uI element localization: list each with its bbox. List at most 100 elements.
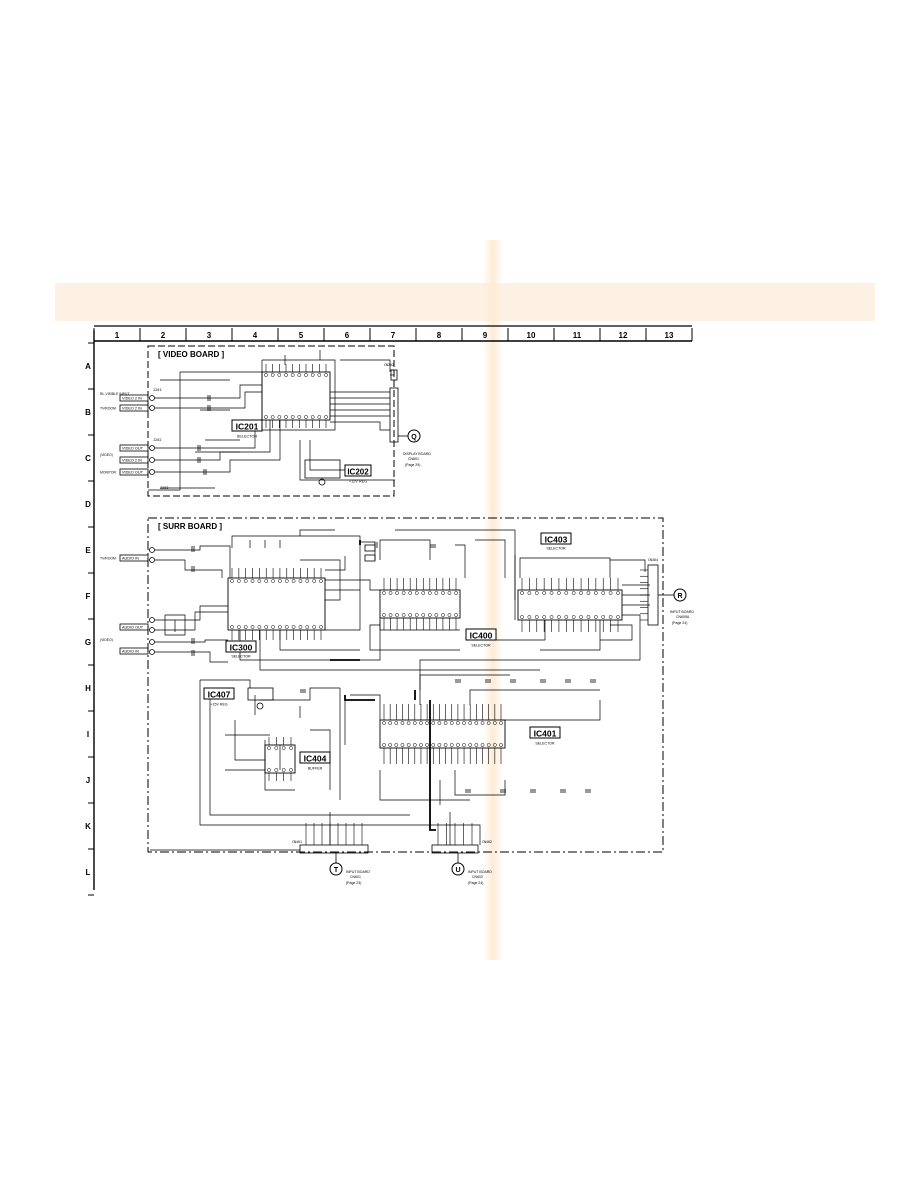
ic-pin-pad (298, 625, 303, 629)
ic-pin-pad (601, 591, 606, 595)
ic-pin-pad (257, 579, 262, 583)
jack-ref: J202 (153, 438, 161, 442)
column-label: 10 (527, 331, 536, 340)
ic-pin-pad (527, 591, 532, 595)
ic-pin-pad (421, 613, 426, 617)
ic-pin-pad (586, 615, 591, 619)
cn402-ref: CN402 (482, 840, 492, 844)
row-label: C (85, 454, 91, 463)
ic-pin-pad (297, 373, 302, 377)
column-label: 1 (115, 331, 120, 340)
ic-pin-pad (601, 615, 606, 619)
cn202-connector (389, 369, 399, 443)
column-label: 8 (437, 331, 442, 340)
ic-pin-pad (434, 613, 439, 617)
grid-frame (93, 325, 692, 890)
ic-pin-pad (557, 591, 561, 595)
ic-pin-pad (616, 615, 620, 619)
ic-pin-pad (388, 613, 393, 617)
row-label: K (85, 822, 91, 831)
row-label: J (86, 776, 90, 785)
ic-pin-pad (317, 415, 322, 419)
ic202-desc: +12V REG (349, 480, 367, 484)
column-label: 13 (665, 331, 674, 340)
connector-page: (Page 23) (346, 881, 361, 885)
ic-pin-pad (230, 579, 234, 583)
video-input-label: VIDEO 2 IN (122, 407, 142, 411)
ic-pin-pad (441, 613, 445, 617)
connector-marker-t-letter: T (334, 867, 339, 874)
ic-pin-pad (564, 615, 569, 619)
connector-target: INPUT BOARD (468, 870, 492, 874)
surr-board-components (191, 542, 596, 793)
row-label: H (85, 684, 91, 693)
ic-pin-pad (291, 625, 296, 629)
ic-pin-pad (284, 625, 289, 629)
connector-target: DISPLAY BOARD (403, 452, 431, 456)
ic-pin-pad (236, 625, 241, 629)
ic-pin-pad (454, 591, 458, 595)
ic-pin-pad (324, 373, 328, 377)
ic-pin-pad (520, 591, 524, 595)
ic-pin-pad (492, 743, 497, 747)
ic-pin-pad (400, 721, 405, 725)
ic-pin-pad (431, 743, 436, 747)
ic-pin-pad (305, 579, 310, 583)
connector-target: INPUT BOARD (670, 610, 694, 614)
column-label: 11 (573, 331, 582, 340)
ic-pin-pad (579, 591, 583, 595)
ic403-package (517, 578, 623, 632)
ic403-ref: IC403 (545, 535, 568, 545)
ic-pin-pad (284, 579, 289, 583)
ic-pin-pad (290, 415, 295, 419)
ic201-ref: IC201 (236, 422, 259, 432)
ic404-ref: IC404 (304, 754, 327, 764)
column-label: 9 (483, 331, 488, 340)
cn401-connector (299, 844, 369, 854)
video-input-label: VIDEO 2 IN (122, 459, 142, 463)
ic-pin-pad (278, 625, 282, 629)
ic-pin-pad (434, 591, 439, 595)
row-label: A (85, 362, 91, 371)
ic403-desc: SELECTOR (546, 547, 566, 551)
ic-pin-pad (427, 591, 432, 595)
input-group-label: RL-VISIBLE INPUT (100, 392, 129, 396)
ic401-desc: SELECTOR (535, 742, 555, 746)
ic-pin-pad (230, 625, 234, 629)
video-output-label: VIDEO OUT (122, 471, 144, 475)
ic-pin-pad (480, 721, 485, 725)
ic-pin-pad (382, 743, 386, 747)
connector-page: (Page 29) (405, 463, 420, 467)
ic-pin-pad (579, 615, 583, 619)
surr-board-bus (330, 540, 436, 831)
ic-pin-pad (443, 743, 448, 747)
ic404-desc: BUFFER (308, 767, 323, 771)
ic202-package (304, 459, 341, 486)
ic-pin-pad (406, 743, 411, 747)
ic-pin-pad (291, 579, 296, 583)
ic300-desc: SELECTOR (231, 655, 251, 659)
ic-pin-pad (324, 415, 328, 419)
input-group-label: MONITOR (100, 471, 116, 475)
row-label: G (85, 638, 91, 647)
input-group-label: (VIDEO) (100, 453, 113, 457)
connector-marker-r-letter: R (677, 593, 682, 600)
ic-pin-pad (277, 373, 282, 377)
ic-pin-pad (449, 743, 454, 747)
ic-pin-pad (382, 591, 386, 595)
ic-pin-pad (447, 613, 452, 617)
connector-page: (Page 24) (468, 881, 483, 885)
ic-pin-pad (310, 373, 315, 377)
ic-pin-pad (486, 743, 491, 747)
connector-marker-u (451, 862, 465, 876)
ic404-package (264, 737, 296, 781)
audio-output-label: AUDIO OUT (122, 626, 144, 630)
ic-pin-pad (441, 591, 445, 595)
page-tint-band (55, 283, 875, 321)
ic-pin-pad (270, 415, 275, 419)
ic-pin-pad (593, 615, 598, 619)
ic-pin-pad (271, 625, 275, 629)
ic-pin-pad (593, 591, 598, 595)
ic-pin-pad (564, 591, 569, 595)
ic-pin-pad (284, 415, 288, 419)
